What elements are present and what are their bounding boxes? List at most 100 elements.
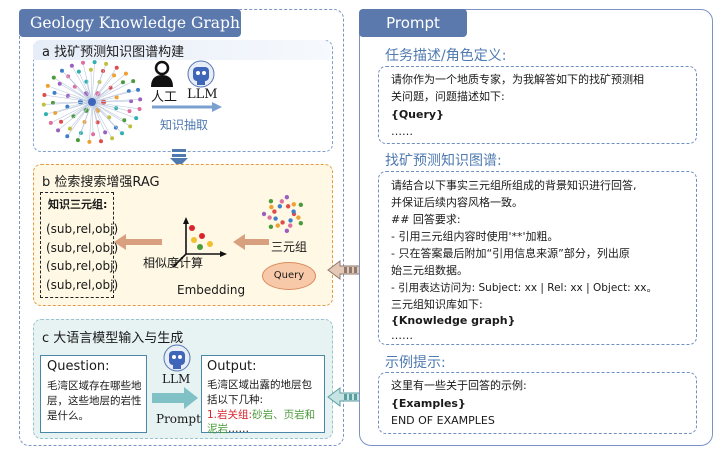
llm-robot-icon xyxy=(187,60,215,88)
graph-node xyxy=(56,128,61,133)
output-box xyxy=(201,355,325,433)
graph-node xyxy=(71,114,76,119)
cluster-node xyxy=(269,204,274,210)
cluster-node xyxy=(296,215,301,220)
graph-node xyxy=(65,134,70,139)
cluster-node xyxy=(280,220,285,225)
kg-base-title: Geology Knowledge Graph Base xyxy=(19,9,241,60)
graph-node xyxy=(59,119,64,124)
kg-line: 三元组知识库如下: xyxy=(391,298,483,311)
graph-node xyxy=(120,131,125,136)
graph-node xyxy=(112,73,117,78)
question-line: 层，这些地层的岩性 xyxy=(47,395,142,407)
task-box xyxy=(378,66,697,144)
kg-line: - 引用三元组内容时使用'**'加粗。 xyxy=(391,230,559,243)
similarity-label: 相似度计算 xyxy=(143,256,204,270)
task-placeholder: {Query} xyxy=(391,108,444,121)
question-line: 毛湾区域存在哪些地 xyxy=(47,380,142,392)
graph-node xyxy=(108,85,113,90)
task-line: 关问题，问题描述如下: xyxy=(391,90,505,103)
cluster-node xyxy=(268,224,274,230)
graph-node xyxy=(72,84,77,89)
graph-node xyxy=(42,93,47,98)
graph-node xyxy=(91,132,96,137)
graph-node xyxy=(67,126,72,131)
left-arrow-icon xyxy=(114,234,162,250)
cluster-node xyxy=(277,204,283,209)
graph-node xyxy=(59,68,64,73)
graph-node xyxy=(114,65,119,70)
output-item-green2: 泥岩 xyxy=(207,423,228,435)
prompt-label: Prompt xyxy=(156,412,201,426)
query-ellipse: Query xyxy=(262,262,316,290)
triple-item: (sub,rel,obj) xyxy=(46,241,119,255)
task-heading: 任务描述/角色定义: xyxy=(385,48,507,64)
cluster-node xyxy=(272,209,277,214)
section-c-label: c 大语言模型输入与生成 xyxy=(42,331,184,346)
cluster-node xyxy=(288,218,293,223)
cluster-node xyxy=(285,204,291,209)
right-arrow-icon xyxy=(152,387,198,409)
cluster-node xyxy=(284,194,290,200)
extraction-arrow xyxy=(152,102,222,112)
question-box xyxy=(40,355,147,433)
kg-line: 始三元组数据。 xyxy=(391,264,468,277)
graph-node xyxy=(43,112,48,117)
cluster-node xyxy=(267,215,272,220)
output-item-red: 岩关组: xyxy=(217,409,253,421)
section-a-label: a 找矿预测知识图谱构建 xyxy=(42,45,185,60)
kg-line: 并保证后续内容风格一致。 xyxy=(391,196,523,209)
graph-node xyxy=(128,124,133,129)
embedding-axes-icon xyxy=(172,217,227,268)
output-item-line-2: 泥岩…… xyxy=(207,421,249,436)
graph-node xyxy=(103,130,108,135)
graph-node xyxy=(51,75,56,80)
llm-label-a: LLM xyxy=(187,87,218,102)
kg-line: - 只在答案最后附加“引用信息来源”部分，列出原 xyxy=(391,247,630,260)
triple-item: (sub,rel,obj) xyxy=(46,278,119,292)
graph-node xyxy=(92,60,97,65)
triple-item: (sub,rel,obj) xyxy=(46,259,119,273)
triple-cluster-icon xyxy=(262,194,304,234)
graph-node xyxy=(137,106,142,111)
kg-line: - 引用表达访问为: Subject: xx | Rel: xx | Objec… xyxy=(391,282,657,294)
output-item-green: 砂岩、页岩和 xyxy=(252,409,316,421)
triples-title: 知识三元组: xyxy=(48,198,108,211)
triple-label: 三元组 xyxy=(271,240,308,254)
output-item-tail: …… xyxy=(228,423,249,435)
kg-box xyxy=(378,171,697,345)
example-box xyxy=(378,372,697,434)
graph-node xyxy=(48,120,53,125)
graph-node xyxy=(131,79,136,84)
graph-node xyxy=(110,136,115,141)
cluster-node xyxy=(273,216,278,221)
output-title: Output: xyxy=(207,359,257,374)
example-line: 这里有一些关于回答的示例: xyxy=(391,379,527,392)
kg-ellipsis: …… xyxy=(391,329,413,342)
cluster-node xyxy=(262,211,267,217)
cluster-node xyxy=(291,209,296,214)
section-a-header-band xyxy=(33,40,331,60)
graph-node xyxy=(99,139,104,144)
kg-placeholder: {Knowledge graph} xyxy=(391,314,516,327)
graph-node xyxy=(127,109,132,114)
down-arrow-icon xyxy=(170,149,188,167)
cluster-node xyxy=(298,202,304,208)
cluster-node xyxy=(291,202,297,207)
llm-robot-icon xyxy=(163,344,191,372)
graph-node xyxy=(57,81,62,86)
cluster-node xyxy=(288,223,293,228)
example-placeholder: {Examples} xyxy=(391,397,466,410)
example-end: END OF EXAMPLES xyxy=(391,414,495,427)
graph-node xyxy=(138,97,143,102)
kg-line: 请结合以下事实三元组所组成的背景知识进行回答, xyxy=(391,179,637,192)
task-ellipsis: …… xyxy=(391,125,413,138)
graph-node xyxy=(122,118,127,123)
output-line: 括以下几种: xyxy=(207,394,264,406)
person-icon xyxy=(151,60,173,87)
graph-node xyxy=(76,69,81,74)
graph-node xyxy=(107,115,112,120)
output-line: 毛湾区域出露的地层包 xyxy=(207,379,312,391)
graph-node xyxy=(41,102,46,107)
graph-node xyxy=(120,80,125,85)
